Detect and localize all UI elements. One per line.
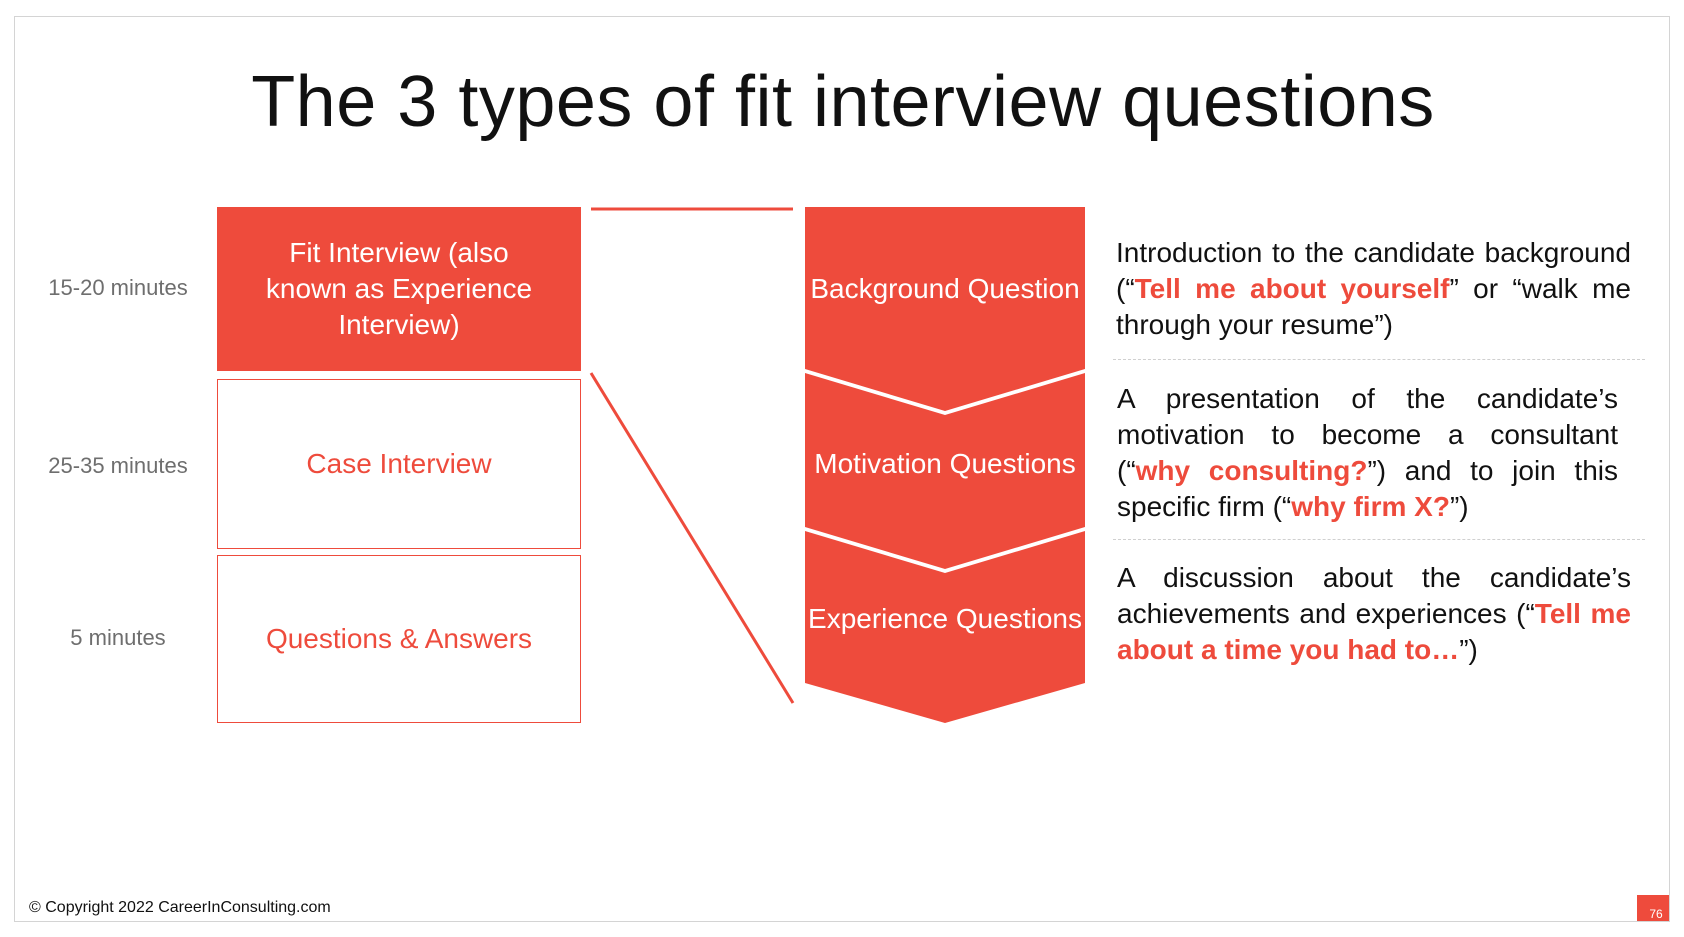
chevron-experience bbox=[805, 531, 1085, 723]
chevron-label-background: Background Question bbox=[810, 273, 1080, 304]
page-number-badge: 76 bbox=[1637, 895, 1669, 921]
description-background: Introduction to the candidate background… bbox=[1116, 237, 1632, 340]
duration-case: 25-35 minutes bbox=[48, 453, 188, 478]
slide: The 3 types of fit interview questions 1… bbox=[14, 16, 1670, 922]
divider bbox=[1113, 539, 1645, 540]
highlight-why-consulting: why consulting? bbox=[1135, 455, 1368, 486]
chevron-diagram bbox=[589, 207, 1085, 723]
highlight-why-firm-x: why firm X? bbox=[1291, 491, 1450, 522]
zoom-line-bottom bbox=[589, 372, 795, 704]
stage-box-fit-interview: Fit Interview (also known as Experience … bbox=[217, 207, 581, 371]
divider bbox=[1113, 359, 1645, 360]
copyright-text: © Copyright 2022 CareerInConsulting.com bbox=[29, 899, 331, 916]
stage-label-questions-answers: Questions & Answers bbox=[265, 623, 533, 654]
description-experience: A discussion about the candidate’s achie… bbox=[1117, 562, 1631, 665]
slide-title: The 3 types of fit interview questions bbox=[251, 62, 1435, 142]
stage-label-fit-interview: Fit Interview (also known as Experience … bbox=[265, 237, 533, 340]
chevron-motivation bbox=[805, 373, 1085, 569]
stage-box-questions-answers: Questions & Answers bbox=[217, 555, 581, 723]
highlight-tell-me-about-a-time: Tell me about a time you had to… bbox=[1117, 598, 1631, 665]
chevron-label-experience: Experience Questions bbox=[808, 603, 1082, 634]
stage-label-case-interview: Case Interview bbox=[306, 448, 492, 479]
duration-qa: 5 minutes bbox=[70, 625, 166, 650]
chevron-background bbox=[805, 207, 1085, 411]
duration-fit: 15-20 minutes bbox=[48, 275, 188, 300]
chevron-label-motivation: Motivation Questions bbox=[814, 448, 1076, 479]
highlight-tell-me-about-yourself: Tell me about yourself bbox=[1134, 273, 1450, 304]
description-motivation: A presentation of the candidate’s motiva… bbox=[1117, 383, 1618, 522]
stage-box-case-interview: Case Interview bbox=[217, 379, 581, 549]
